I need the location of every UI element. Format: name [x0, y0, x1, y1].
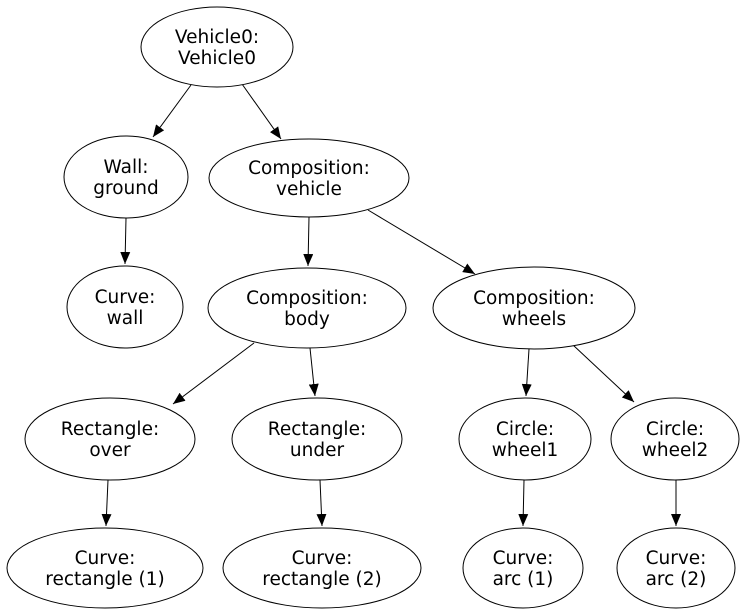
node-label-line1: Curve: — [493, 548, 554, 569]
node-label-line1: Wall: — [104, 157, 149, 178]
node-curve-arc-1: Curve: arc (1) — [462, 527, 584, 609]
node-composition-wheels: Composition: wheels — [432, 266, 636, 350]
node-composition-body: Composition: body — [207, 267, 407, 349]
node-curve-arc-2: Curve: arc (2) — [616, 527, 736, 609]
node-curve-wall: Curve: wall — [66, 265, 184, 349]
edge-rectangle-under-to-curve-rectangle-2 — [316, 479, 327, 527]
edge-composition-vehicle-to-composition-wheels — [367, 209, 476, 275]
edge-vehicle0-to-wall-ground — [152, 84, 192, 138]
node-label-line1: Circle: — [646, 419, 704, 440]
node-label-line1: Composition: — [248, 158, 370, 179]
node-label-line1: Rectangle: — [268, 419, 366, 440]
node-label-line2: ground — [93, 178, 158, 199]
node-ellipse — [222, 527, 422, 609]
edges-layer — [101, 83, 681, 527]
edge-composition-body-to-rectangle-under — [308, 347, 319, 397]
node-label-line2: over — [89, 440, 131, 461]
edge-vehicle0-to-composition-vehicle — [241, 83, 282, 140]
node-label-line2: arc (1) — [493, 569, 554, 590]
node-ellipse — [63, 135, 189, 219]
node-label-line1: Composition: — [473, 288, 595, 309]
node-label-line2: Vehicle0 — [178, 48, 256, 69]
node-label-line2: body — [284, 309, 330, 330]
node-label-line1: Curve: — [75, 548, 136, 569]
node-label-line2: wheels — [502, 309, 566, 330]
node-vehicle0: Vehicle0: Vehicle0 — [140, 6, 294, 88]
node-ellipse — [610, 397, 740, 481]
edge-wall-ground-to-curve-wall — [120, 217, 131, 265]
node-ellipse — [458, 397, 592, 481]
edge-rectangle-over-to-curve-rectangle-1 — [101, 479, 112, 527]
node-rectangle-under: Rectangle: under — [231, 397, 403, 481]
node-ellipse — [208, 138, 410, 218]
node-circle-wheel1: Circle: wheel1 — [458, 397, 592, 481]
node-label-line1: Curve: — [646, 548, 707, 569]
node-label-line2: rectangle (2) — [262, 569, 381, 590]
node-label-line1: Vehicle0: — [175, 27, 259, 48]
node-label-line2: under — [290, 440, 345, 461]
node-circle-wheel2: Circle: wheel2 — [610, 397, 740, 481]
edge-composition-wheels-to-circle-wheel2 — [572, 344, 635, 403]
edge-circle-wheel1-to-curve-arc-1 — [518, 479, 529, 527]
node-label-line1: Circle: — [496, 419, 554, 440]
node-ellipse — [24, 397, 196, 481]
node-ellipse — [616, 527, 736, 609]
node-label-line2: wheel1 — [492, 440, 559, 461]
node-label-line1: Rectangle: — [61, 419, 159, 440]
node-ellipse — [462, 527, 584, 609]
node-label-line1: Curve: — [292, 548, 353, 569]
node-ellipse — [6, 527, 204, 609]
node-label-line2: wheel2 — [642, 440, 709, 461]
node-ellipse — [66, 265, 184, 349]
node-label-line1: Curve: — [95, 287, 156, 308]
edge-composition-vehicle-to-composition-body — [303, 216, 314, 267]
node-ellipse — [231, 397, 403, 481]
node-ellipse — [207, 267, 407, 349]
node-wall-ground: Wall: ground — [63, 135, 189, 219]
node-curve-rectangle-1: Curve: rectangle (1) — [6, 527, 204, 609]
node-ellipse — [432, 266, 636, 350]
node-label-line1: Composition: — [246, 288, 368, 309]
node-curve-rectangle-2: Curve: rectangle (2) — [222, 527, 422, 609]
node-label-line2: arc (2) — [646, 569, 707, 590]
nodes-layer: Vehicle0: Vehicle0 Wall: ground Composit… — [6, 6, 740, 609]
edge-composition-body-to-rectangle-over — [172, 342, 255, 405]
node-ellipse — [140, 6, 294, 88]
edge-composition-wheels-to-circle-wheel1 — [521, 348, 532, 397]
node-composition-vehicle: Composition: vehicle — [208, 138, 410, 218]
node-rectangle-over: Rectangle: over — [24, 397, 196, 481]
node-label-line2: rectangle (1) — [45, 569, 164, 590]
node-label-line2: vehicle — [276, 179, 342, 200]
node-label-line2: wall — [107, 308, 144, 329]
